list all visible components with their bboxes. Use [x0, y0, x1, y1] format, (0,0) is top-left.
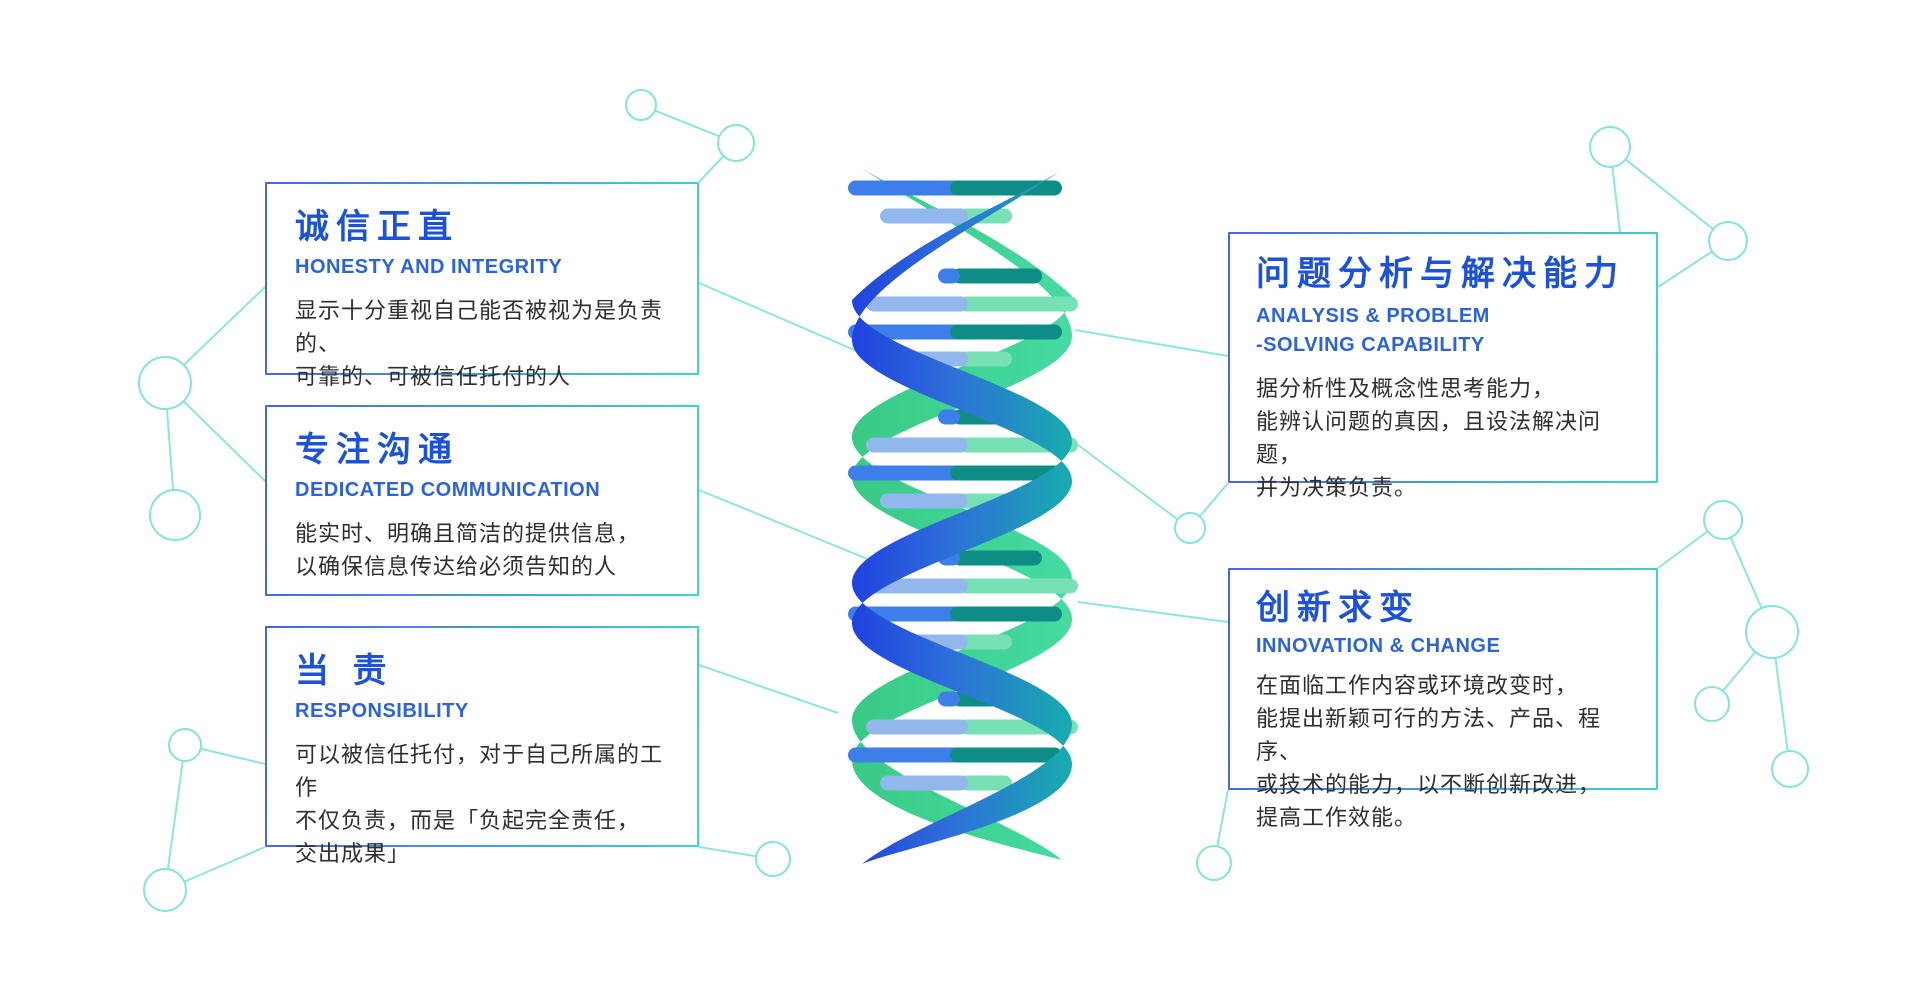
panel-title-en-line: ANALYSIS & PROBLEM — [1256, 305, 1490, 328]
panel-body: 在面临工作内容或环境改变时， 能提出新颖可行的方法、产品、程序、 或技术的能力，… — [1256, 669, 1630, 834]
panel-body-line: 能实时、明确且简洁的提供信息， — [295, 521, 641, 547]
molecule-node-icon — [1589, 126, 1631, 168]
panel-body: 据分析性及概念性思考能力， 能辨认问题的真因，且设法解决问题， 并为决策负责。 — [1256, 372, 1630, 504]
panel-body-line: 能辨认问题的真因，且设法解决问题， — [1256, 409, 1602, 468]
panel-title-cn: 专注沟通 — [295, 431, 459, 469]
panel-body-line: 交出成果」 — [295, 841, 411, 867]
molecule-node-icon — [1703, 500, 1743, 540]
panel-body-line: 提高工作效能。 — [1256, 805, 1418, 831]
panel-body: 可以被信任托付，对于自己所属的工作 不仅负责，而是「负起完全责任， 交出成果」 — [295, 738, 669, 870]
panel-body-line: 可靠的、可被信任托付的人 — [295, 364, 572, 390]
panel-title-en: RESPONSIBILITY — [295, 700, 469, 723]
panel-body-line: 并为决策负责。 — [1256, 475, 1418, 501]
panel-body-line: 在面临工作内容或环境改变时， — [1256, 673, 1579, 699]
molecule-node-icon — [1745, 605, 1799, 659]
molecule-node-icon — [143, 868, 187, 912]
panel-body: 能实时、明确且简洁的提供信息， 以确保信息传达给必须告知的人 — [295, 517, 669, 583]
panel-title-cn: 诚信正直 — [295, 208, 459, 246]
molecule-node-icons — [138, 89, 1809, 912]
molecule-node-icon — [625, 89, 657, 121]
dna-double-helix-icon — [848, 166, 1078, 864]
panel-body-line: 或技术的能力，以不断创新改进， — [1256, 772, 1602, 798]
molecule-node-icon — [755, 841, 791, 877]
panel-analysis-problem-solving: 问题分析与解决能力 ANALYSIS & PROBLEM -SOLVING CA… — [1228, 232, 1658, 500]
panel-title-en-line: -SOLVING CAPABILITY — [1256, 334, 1485, 357]
panel-body: 显示十分重视自己能否被视为是负责的、 可靠的、可被信任托付的人 — [295, 294, 669, 393]
helix-blue-strand — [852, 170, 1072, 864]
molecule-node-icon — [1196, 845, 1232, 881]
molecule-node-icon — [717, 124, 755, 162]
molecule-node-icon — [1771, 750, 1809, 788]
panel-body-line: 不仅负责，而是「负起完全责任， — [295, 808, 641, 834]
panel-body-line: 显示十分重视自己能否被视为是负责的、 — [295, 298, 664, 357]
panel-title-cn: 问题分析与解决能力 — [1256, 255, 1625, 293]
molecule-node-icon — [1694, 686, 1730, 722]
panel-body-line: 可以被信任托付，对于自己所属的工作 — [295, 742, 664, 801]
panel-title-en: INNOVATION & CHANGE — [1256, 635, 1501, 658]
panel-title-en: ANALYSIS & PROBLEM -SOLVING CAPABILITY — [1256, 302, 1630, 360]
panel-title-en: DEDICATED COMMUNICATION — [295, 479, 601, 502]
molecule-node-icon — [138, 356, 192, 410]
molecule-node-icon — [1708, 221, 1748, 261]
panel-title-en: HONESTY AND INTEGRITY — [295, 256, 563, 279]
panel-title-cn: 当 责 — [295, 652, 394, 690]
panel-innovation-and-change: 创新求变 INNOVATION & CHANGE 在面临工作内容或环境改变时， … — [1228, 568, 1658, 830]
panel-title-cn: 创新求变 — [1256, 589, 1420, 627]
panel-dedicated-communication: 专注沟通 DEDICATED COMMUNICATION 能实时、明确且简洁的提… — [265, 405, 699, 596]
panel-responsibility: 当 责 RESPONSIBILITY 可以被信任托付，对于自己所属的工作 不仅负… — [265, 626, 699, 866]
molecule-node-icon — [1174, 512, 1206, 544]
panel-body-line: 能提出新颖可行的方法、产品、程序、 — [1256, 706, 1602, 765]
panel-body-line: 据分析性及概念性思考能力， — [1256, 376, 1556, 402]
panel-body-line: 以确保信息传达给必须告知的人 — [295, 554, 618, 580]
panel-honesty-and-integrity: 诚信正直 HONESTY AND INTEGRITY 显示十分重视自己能否被视为… — [265, 182, 699, 389]
molecule-node-icon — [168, 728, 202, 762]
molecule-node-icon — [149, 489, 201, 541]
